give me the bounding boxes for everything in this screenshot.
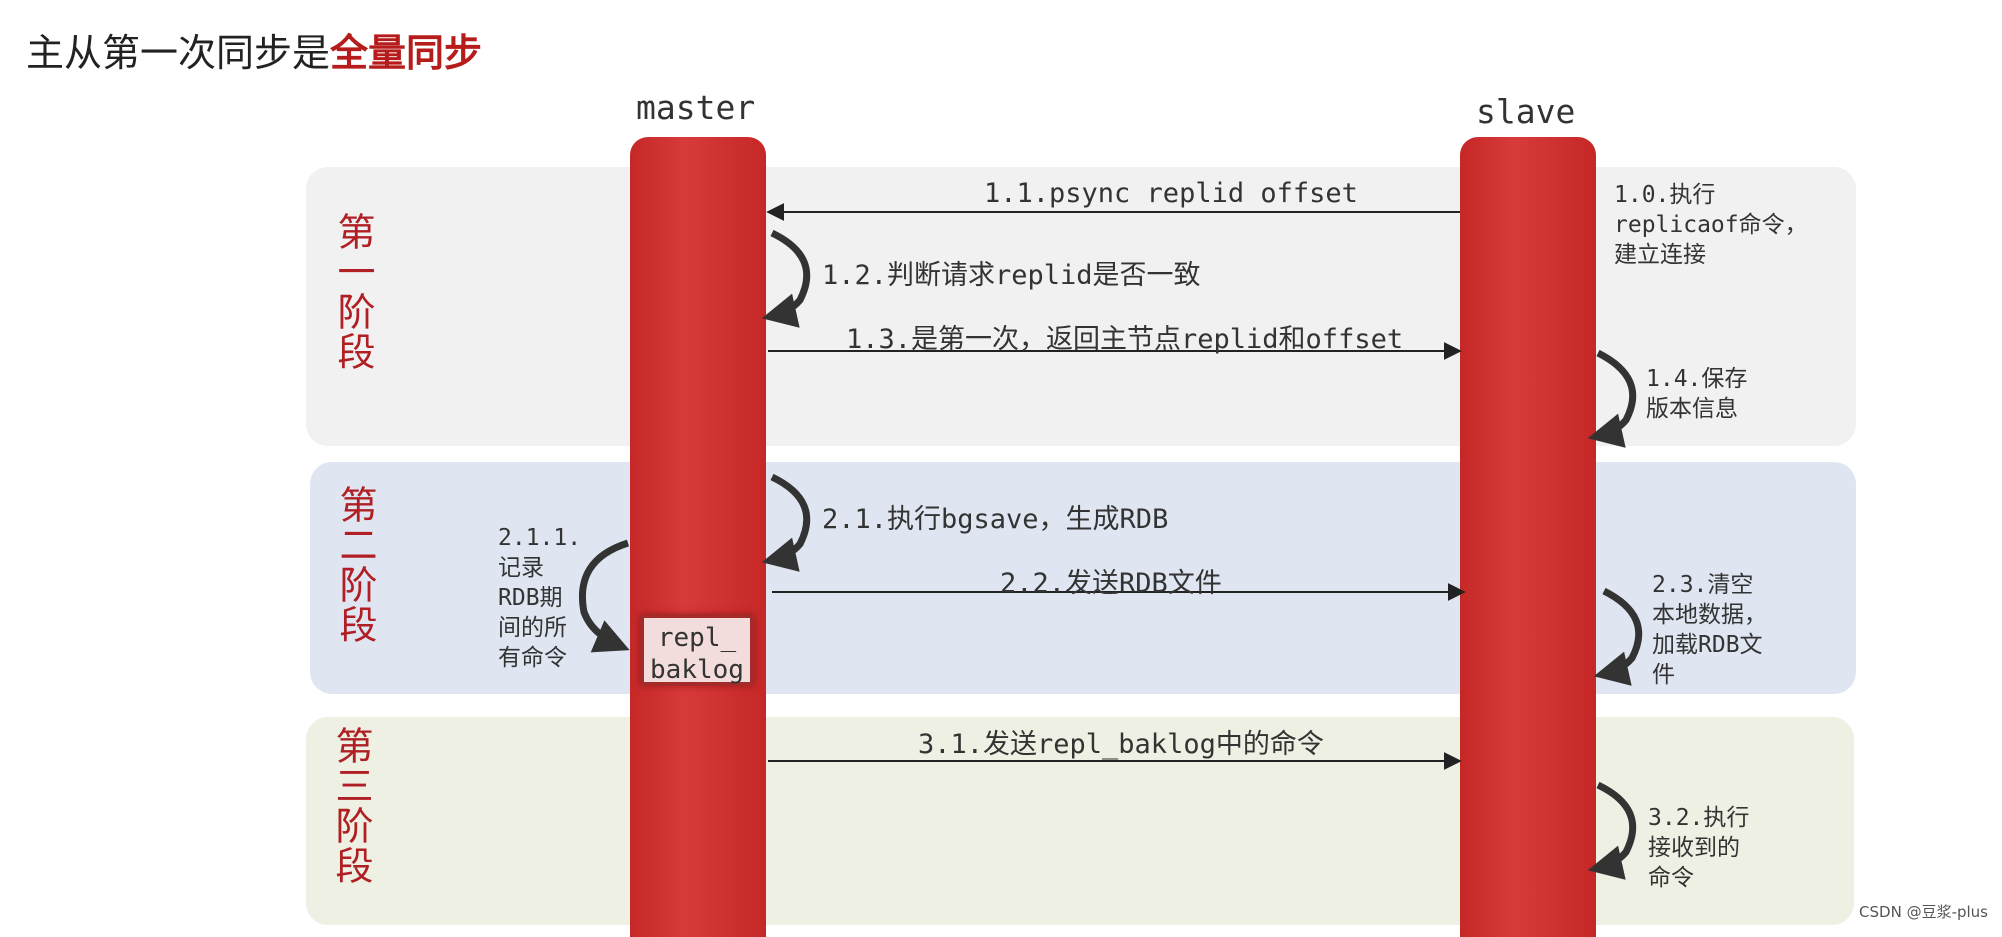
phase-1-region — [306, 167, 1856, 446]
note-3-2: 3.2.执行 接收到的 命令 — [1648, 805, 1750, 891]
msg-2-1: 2.1.执行bgsave，生成RDB — [822, 504, 1169, 535]
msg-3-1: 3.1.发送repl_baklog中的命令 — [918, 729, 1324, 760]
title-main: 主从第一次同步是 — [26, 31, 331, 75]
slave-lifeline — [1460, 137, 1596, 937]
title-highlight: 全量同步 — [330, 31, 483, 75]
phase-1-label: 第一阶段 — [331, 212, 375, 372]
slave-actor-label: slave — [1476, 92, 1576, 131]
note-2-3: 2.3.清空 本地数据， 加载RDB文 件 — [1652, 572, 1767, 688]
loop-2-1 — [761, 473, 811, 572]
phase-3-label: 第三阶段 — [329, 726, 373, 886]
msg-1-1: 1.1.psync replid offset — [984, 178, 1358, 209]
master-actor-label: master — [636, 88, 756, 127]
loop-2-3 — [1593, 587, 1643, 686]
loop-2-1-1 — [578, 539, 630, 653]
phase-2-label: 第二阶段 — [333, 485, 377, 645]
loop-3-2 — [1587, 781, 1637, 880]
repl-baklog-box: repl_ baklog — [640, 614, 754, 686]
loop-1-2 — [761, 229, 811, 328]
master-lifeline — [630, 137, 766, 937]
page-title: 主从第一次同步是全量同步 — [26, 22, 482, 77]
msg-2-2: 2.2.发送RDB文件 — [1000, 568, 1222, 599]
phase-3-region — [306, 717, 1854, 925]
loop-1-4 — [1587, 349, 1637, 448]
note-1-0: 1.0.执行 replicaof命令， 建立连接 — [1614, 182, 1808, 268]
msg-1-3: 1.3.是第一次，返回主节点replid和offset — [846, 324, 1404, 355]
note-1-4: 1.4.保存 版本信息 — [1646, 366, 1748, 422]
watermark: CSDN @豆浆-plus — [1859, 903, 1988, 921]
msg-1-2: 1.2.判断请求replid是否一致 — [822, 260, 1201, 291]
note-2-1-1: 2.1.1. 记录 RDB期 间的所 有命令 — [498, 525, 582, 671]
